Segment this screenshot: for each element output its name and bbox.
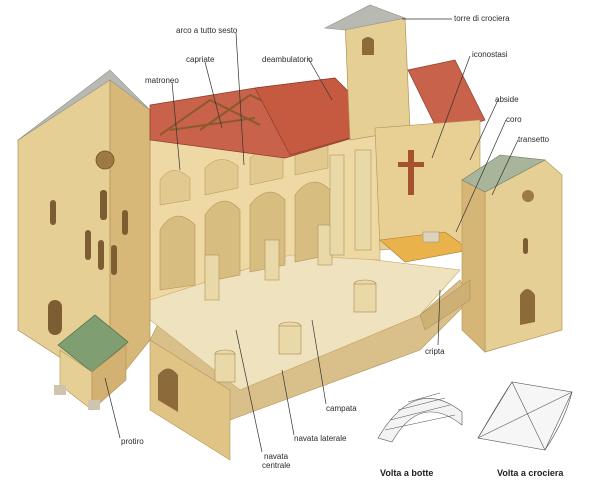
caption-volta-a-crociera: Volta a crociera bbox=[497, 468, 564, 478]
crossing-tower-roof bbox=[323, 4, 407, 31]
leader-lines bbox=[104, 18, 519, 453]
label-transetto: transetto bbox=[518, 135, 550, 144]
label-arco-a-tutto-sesto: arco a tutto sesto bbox=[176, 26, 238, 35]
rose-window bbox=[95, 150, 115, 170]
label-coro: coro bbox=[506, 115, 522, 124]
label-navata-laterale: navata laterale bbox=[294, 434, 347, 443]
label-campata: campata bbox=[326, 404, 357, 413]
iconostasis-cross bbox=[398, 150, 424, 195]
label-capriate: capriate bbox=[186, 55, 215, 64]
side-door bbox=[158, 368, 178, 412]
label-abside: abside bbox=[495, 95, 519, 104]
transetto-window bbox=[523, 238, 528, 254]
protiro-side bbox=[91, 344, 127, 411]
label-cripta: cripta bbox=[425, 347, 445, 356]
label-deambulatorio: deambulatorio bbox=[262, 55, 313, 64]
label-navata-centrale-line1: navata bbox=[264, 452, 289, 461]
label-torre-di-crociera: torre di crociera bbox=[454, 14, 510, 23]
transept-roof-right bbox=[407, 59, 486, 136]
protiro-lion-left bbox=[54, 385, 66, 395]
label-protiro: protiro bbox=[121, 437, 144, 446]
transetto-roof bbox=[461, 154, 546, 193]
protiro-roof bbox=[57, 314, 129, 373]
columns bbox=[204, 149, 372, 301]
caption-volta-a-botte: Volta a botte bbox=[380, 468, 434, 478]
protiro-lion-right bbox=[88, 400, 100, 410]
crypt-section bbox=[419, 279, 471, 331]
facade-windows bbox=[48, 190, 128, 335]
crossing-tower-front bbox=[344, 17, 411, 141]
altar bbox=[422, 231, 440, 243]
transetto-side bbox=[461, 179, 486, 353]
column-stubs bbox=[214, 279, 377, 383]
label-navata-centrale-line2: centrale bbox=[262, 461, 291, 470]
crossing-tower-window bbox=[362, 37, 374, 55]
label-iconostasi: iconostasi bbox=[472, 50, 508, 59]
barrel-vault-sketch bbox=[377, 392, 463, 443]
cross-vault-sketch bbox=[477, 381, 573, 451]
transetto-door bbox=[520, 289, 535, 325]
transetto-rose bbox=[522, 190, 534, 202]
label-matroneo: matroneo bbox=[145, 76, 179, 85]
